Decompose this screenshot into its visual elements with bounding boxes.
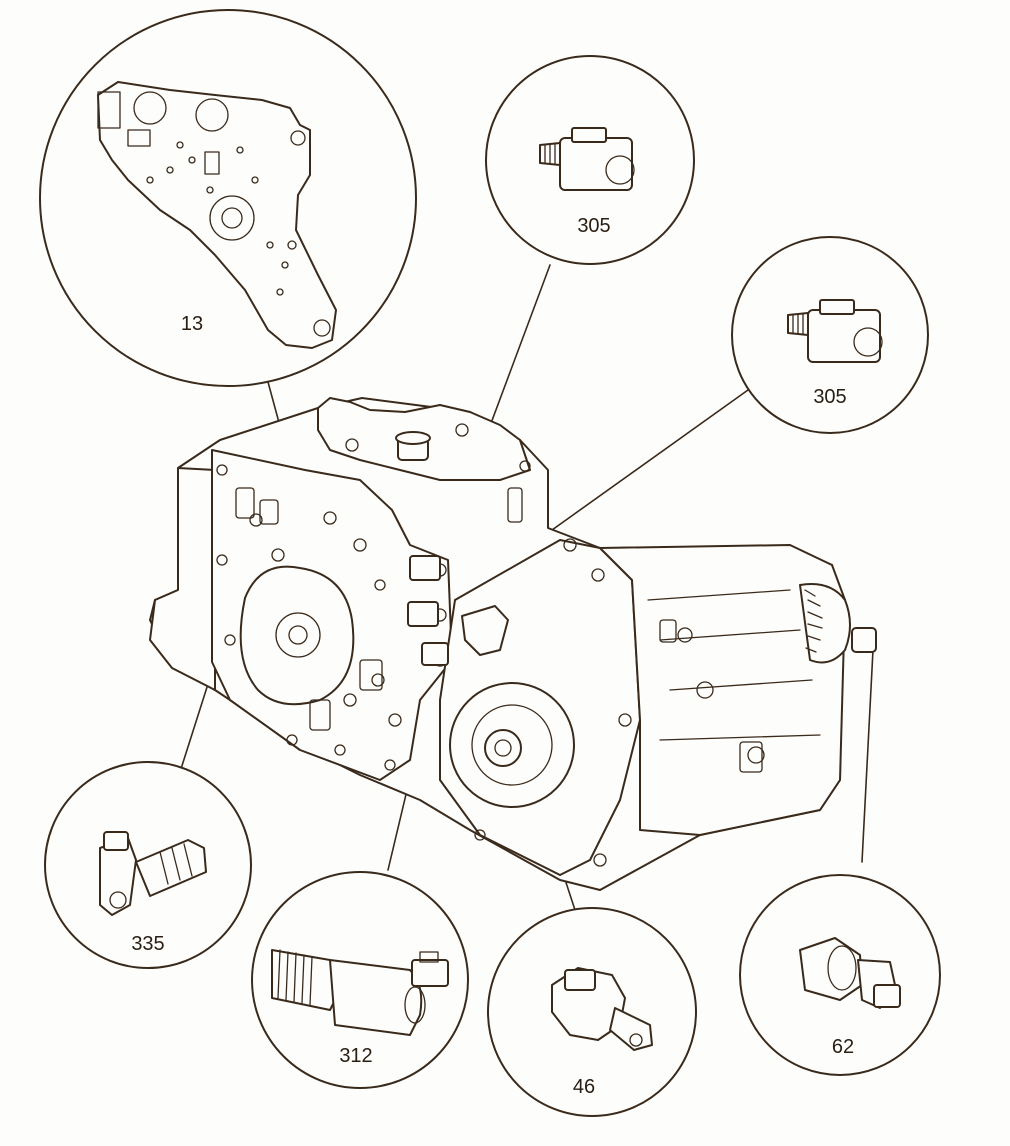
callout-label: 312 bbox=[339, 1045, 372, 1067]
mounted-pressure-solenoid bbox=[421, 642, 449, 666]
callout-305-lower: 305 bbox=[731, 236, 929, 434]
pressure-control-solenoid-icon bbox=[271, 949, 449, 1036]
transmission-assembly bbox=[149, 397, 877, 891]
callout-46: 46 bbox=[487, 907, 697, 1117]
mounted-solenoid-upper bbox=[409, 555, 441, 581]
mounted-input-sensor bbox=[461, 605, 509, 656]
output-speed-sensor-icon bbox=[799, 937, 901, 1009]
leader-62 bbox=[861, 649, 874, 863]
callout-312: 312 bbox=[251, 871, 469, 1089]
input-speed-sensor-icon bbox=[551, 967, 653, 1051]
valve-body-plate-icon bbox=[97, 81, 337, 349]
callout-62: 62 bbox=[739, 874, 941, 1076]
case-bolts bbox=[216, 423, 765, 867]
shift-solenoid-icon bbox=[539, 127, 635, 191]
callout-305-upper: 305 bbox=[485, 55, 695, 265]
callout-label: 13 bbox=[181, 313, 203, 335]
callout-label: 335 bbox=[131, 933, 164, 955]
callout-label: 305 bbox=[577, 215, 610, 237]
callout-335: 335 bbox=[44, 761, 252, 969]
callout-label: 305 bbox=[813, 386, 846, 408]
callout-label: 62 bbox=[832, 1036, 854, 1058]
callout-label: 46 bbox=[573, 1076, 595, 1098]
mounted-solenoid-lower bbox=[407, 601, 439, 627]
callout-13: 13 bbox=[39, 9, 417, 387]
shift-solenoid-icon bbox=[787, 299, 883, 363]
pressure-switch-icon bbox=[99, 831, 207, 916]
